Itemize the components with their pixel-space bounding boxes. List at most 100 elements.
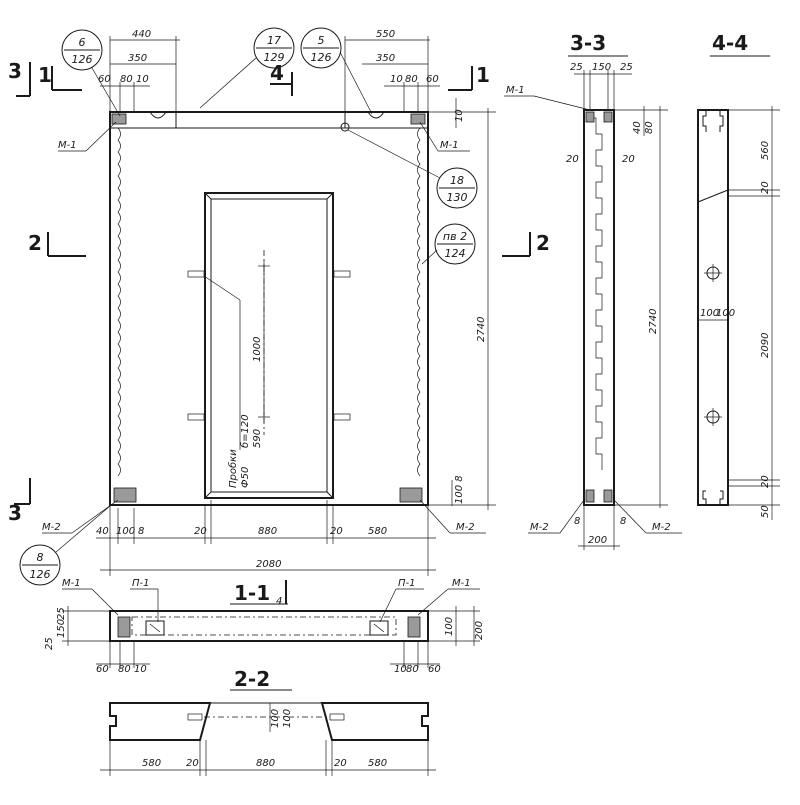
section-3-3-embed-bottom-left [585, 489, 595, 503]
cut-mark-2-right: 2 [536, 231, 550, 255]
dim-10-s11-left: 10 [134, 664, 147, 675]
section-4-4-notch-left [702, 110, 707, 132]
callout-17-129: 17 129 [199, 27, 295, 109]
embed-m2-right [399, 487, 423, 503]
dim-20-s22-right: 20 [334, 758, 347, 769]
dim-440: 440 [132, 29, 151, 40]
dim-80-left: 80 [120, 74, 133, 85]
plugs-note-thickness: б=120 [239, 414, 251, 448]
label-m1-s11-right: М-1 [452, 578, 471, 589]
dim-150-s11: 150 [56, 619, 67, 638]
dim-100-bottom: 100 [116, 526, 135, 537]
embed-top-left-arc [149, 111, 167, 119]
dim-20-right: 20 [330, 526, 343, 537]
callout-18-130: 18 130 [347, 129, 478, 209]
dim-60-s11-right: 60 [428, 664, 441, 675]
section-1-1-embed-right [407, 616, 421, 638]
section-4-4: 4-4 560 20 100 100 2090 20 50 [697, 31, 780, 520]
dim-100-8: 100 8 [454, 475, 465, 504]
embed-top-right-arc [367, 111, 385, 119]
callout-top: 5 [318, 34, 325, 47]
dim-2740-s33: 2740 [648, 309, 659, 334]
section-4-4-break-line [697, 189, 729, 203]
dim-8-s33-right: 8 [620, 516, 626, 527]
section-2-2: 2-2 100 100 580 20 880 20 580 [100, 667, 436, 776]
dim-10-s11-right: 10 [394, 664, 407, 675]
label-m1-left: М-1 [58, 140, 77, 151]
section-1-1-reinforcement [131, 616, 397, 636]
label-m2-s33-right: М-2 [652, 522, 671, 533]
callout-top: пв 2 [443, 230, 467, 243]
section-2-2-outline [109, 702, 212, 741]
dim-550: 550 [376, 29, 395, 40]
callout-bottom: 124 [445, 247, 466, 260]
section-3-3-profile [592, 117, 603, 470]
plug-markers [187, 260, 351, 450]
section-4-4-title: 4-4 [712, 31, 748, 55]
cut-marks: 3 1 4 1 2 2 3 4 [8, 59, 550, 607]
callout-pv2-124: пв 2 124 [421, 223, 476, 265]
section-3-3-embed-top-left [585, 111, 595, 123]
dim-8-bottom: 8 [138, 526, 144, 537]
cut-mark-3-top: 3 [8, 59, 22, 83]
cut-mark-4-top: 4 [270, 61, 284, 85]
opening-inner [210, 198, 328, 493]
callout-top: 6 [79, 36, 86, 49]
dim-60-left: 60 [98, 74, 111, 85]
dim-40-s33: 40 [632, 121, 643, 134]
dim-20-s33-right: 20 [622, 154, 635, 165]
section-3-3-outline [583, 109, 615, 506]
dim-2740-main: 2740 [476, 317, 487, 342]
callout-bottom: 126 [72, 53, 93, 66]
opening-corner-tr [326, 192, 334, 200]
dim-100-s44-left: 100 [700, 308, 719, 319]
label-m2-right: М-2 [456, 522, 475, 533]
dim-20-s44-top: 20 [760, 181, 771, 194]
dim-880-s22: 880 [256, 758, 275, 769]
dim-25-s11-bottom: 25 [44, 637, 55, 650]
dim-25-s33-left: 25 [570, 62, 583, 73]
cut-mark-3-bottom: 3 [8, 501, 22, 525]
callout-8-126: 8 126 [19, 505, 111, 586]
dim-100-s44-right: 100 [716, 308, 735, 319]
dim-8-s33-left: 8 [574, 516, 580, 527]
dim-25-s11-top: 25 [56, 607, 67, 620]
cut-mark-1-left: 1 [38, 63, 52, 87]
dim-580: 580 [368, 526, 387, 537]
plugs-note-diameter: Ф50 [240, 467, 251, 488]
opening-corner-bl [204, 491, 212, 499]
dim-50: 50 [760, 505, 771, 518]
section-1-1-outline [109, 610, 429, 642]
dim-580-s22-left: 580 [142, 758, 161, 769]
element-labels: М-1 М-1 М-2 М-2 М-1 М-2 М-2 М-1 М-1 П-1 … [42, 85, 682, 623]
callout-top: 18 [450, 174, 464, 187]
dim-40: 40 [96, 526, 109, 537]
dim-80-right: 80 [405, 74, 418, 85]
dim-20-left: 20 [194, 526, 207, 537]
cut-mark-1-right: 1 [476, 63, 490, 87]
callout-bottom: 126 [311, 51, 332, 64]
section-2-2-title: 2-2 [234, 667, 270, 691]
section-1-1-p1-left [145, 620, 165, 636]
dim-350-right: 350 [376, 53, 395, 64]
section-4-4-foot-right [719, 490, 724, 505]
label-m1-s11-left: М-1 [62, 578, 81, 589]
callout-bottom: 126 [30, 568, 51, 581]
dim-200-s33: 200 [588, 535, 607, 546]
dim-200-s11: 200 [474, 621, 485, 640]
opening-corner-tl [204, 192, 212, 200]
dim-80-s33: 80 [644, 121, 655, 134]
label-p1-right: П-1 [398, 578, 416, 589]
callout-5-126: 5 126 [300, 27, 373, 115]
section-1-1: 1-1 25 150 25 60 80 10 10 80 60 100 200 [44, 580, 485, 675]
panel-elevation [109, 111, 429, 506]
label-m2-s33-left: М-2 [530, 522, 549, 533]
dim-100-s22-b: 100 [282, 709, 293, 728]
section-4-4-notch-right [719, 110, 724, 132]
plugs-note-length: 590 [252, 429, 263, 448]
section-4-4-foot-left [702, 490, 707, 505]
label-m1-right: М-1 [440, 140, 459, 151]
dim-150-s33: 150 [592, 62, 611, 73]
